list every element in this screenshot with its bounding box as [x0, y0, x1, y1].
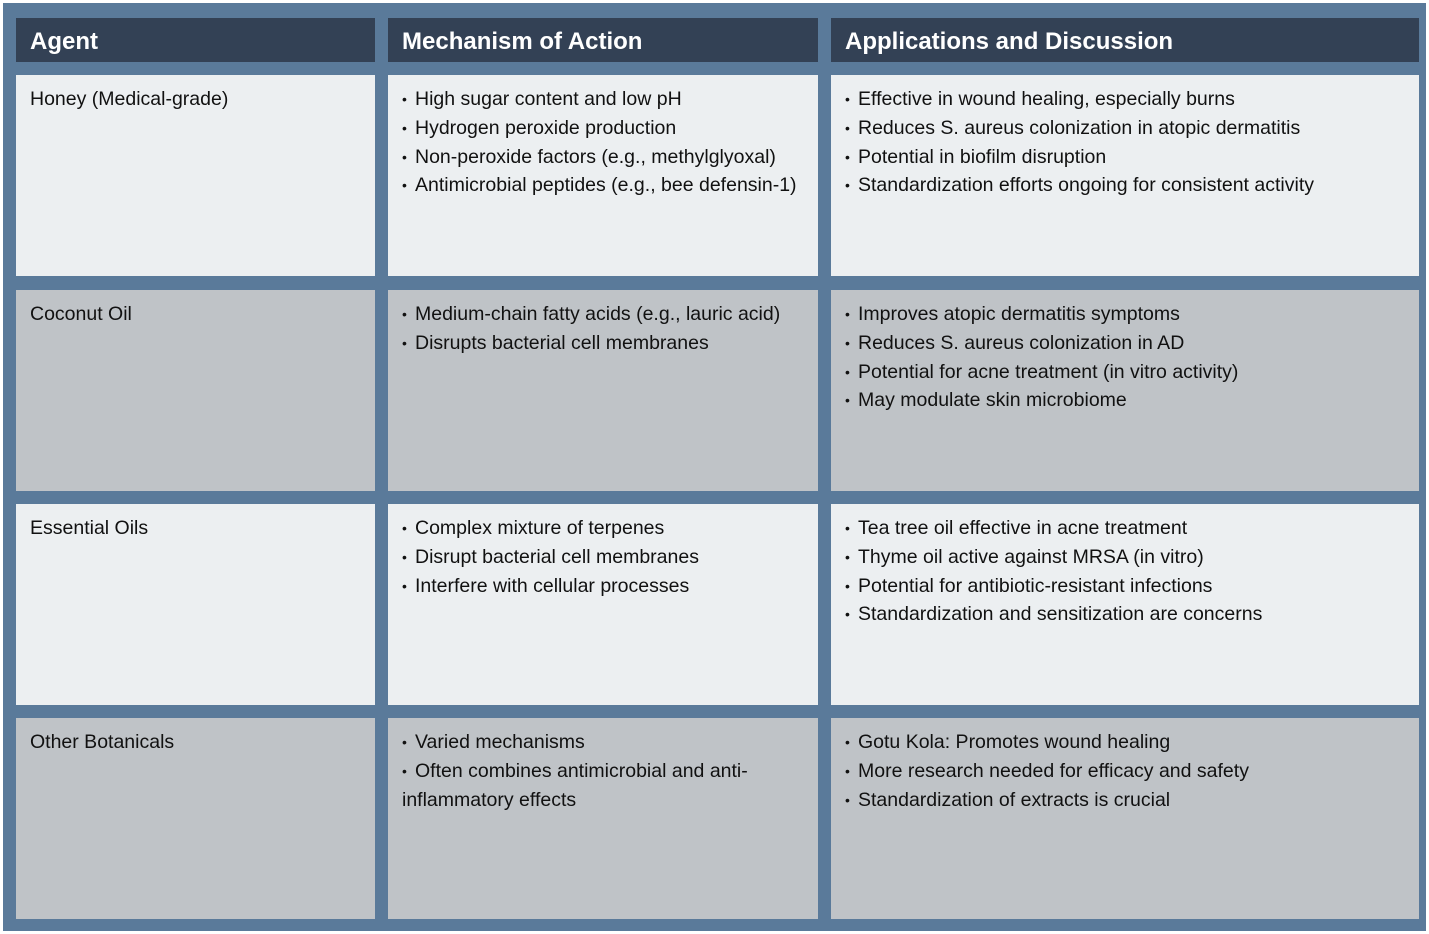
- applications-cell-honey: •Effective in wound healing, especially …: [831, 75, 1419, 276]
- list-item: •More research needed for efficacy and s…: [845, 759, 1249, 782]
- list-item: •Disrupt bacterial cell membranes: [402, 545, 699, 568]
- list-item: •Often combines antimicrobial and anti-i…: [402, 759, 748, 811]
- list-item: •Effective in wound healing, especially …: [845, 88, 1235, 110]
- list-item: •Gotu Kola: Promotes wound healing: [845, 731, 1171, 753]
- applications-list: •Improves atopic dermatitis symptoms •Re…: [845, 300, 1405, 415]
- agent-cell-essential-oils: Essential Oils: [16, 504, 375, 705]
- mechanism-cell-other-botanicals: •Varied mechanisms •Often combines antim…: [388, 718, 818, 919]
- list-item: •Standardization of extracts is crucial: [845, 788, 1171, 811]
- agent-cell-other-botanicals: Other Botanicals: [16, 718, 375, 919]
- applications-list: •Effective in wound healing, especially …: [845, 85, 1405, 200]
- agent-name: Coconut Oil: [30, 303, 132, 325]
- list-item: •Standardization efforts ongoing for con…: [845, 174, 1314, 197]
- list-item: •Interfere with cellular processes: [402, 574, 690, 597]
- comparison-table: Agent Mechanism of Action Applications a…: [3, 3, 1426, 931]
- header-mechanism: Mechanism of Action: [388, 18, 818, 62]
- agent-cell-coconut-oil: Coconut Oil: [16, 290, 375, 491]
- list-item: •Standardization and sensitization are c…: [845, 603, 1263, 626]
- mechanism-list: •Complex mixture of terpenes •Disrupt ba…: [402, 514, 804, 600]
- header-agent: Agent: [16, 18, 375, 62]
- list-item: •High sugar content and low pH: [402, 88, 682, 110]
- list-item: •Complex mixture of terpenes: [402, 517, 665, 539]
- mechanism-cell-coconut-oil: •Medium-chain fatty acids (e.g., lauric …: [388, 290, 818, 491]
- applications-cell-other-botanicals: •Gotu Kola: Promotes wound healing •More…: [831, 718, 1419, 919]
- list-item: •Medium-chain fatty acids (e.g., lauric …: [402, 303, 781, 325]
- list-item: •Thyme oil active against MRSA (in vitro…: [845, 545, 1204, 568]
- agent-cell-honey: Honey (Medical-grade): [16, 75, 375, 276]
- header-applications: Applications and Discussion: [831, 18, 1419, 62]
- agent-name: Honey (Medical-grade): [30, 88, 229, 110]
- mechanism-list: •High sugar content and low pH •Hydrogen…: [402, 85, 804, 200]
- applications-cell-essential-oils: •Tea tree oil effective in acne treatmen…: [831, 504, 1419, 705]
- mechanism-cell-honey: •High sugar content and low pH •Hydrogen…: [388, 75, 818, 276]
- mechanism-list: •Medium-chain fatty acids (e.g., lauric …: [402, 300, 804, 358]
- list-item: •Antimicrobial peptides (e.g., bee defen…: [402, 174, 797, 197]
- applications-list: •Tea tree oil effective in acne treatmen…: [845, 514, 1405, 629]
- list-item: •Reduces S. aureus colonization in atopi…: [845, 116, 1301, 139]
- list-item: •Improves atopic dermatitis symptoms: [845, 303, 1180, 325]
- list-item: •Non-peroxide factors (e.g., methylglyox…: [402, 145, 776, 168]
- applications-cell-coconut-oil: •Improves atopic dermatitis symptoms •Re…: [831, 290, 1419, 491]
- list-item: •Tea tree oil effective in acne treatmen…: [845, 517, 1188, 539]
- list-item: •Hydrogen peroxide production: [402, 116, 677, 139]
- mechanism-list: •Varied mechanisms •Often combines antim…: [402, 728, 804, 814]
- list-item: •Varied mechanisms: [402, 731, 585, 753]
- list-item: •Disrupts bacterial cell membranes: [402, 331, 709, 354]
- agent-name: Essential Oils: [30, 517, 149, 539]
- list-item: •Potential in biofilm disruption: [845, 145, 1107, 168]
- applications-list: •Gotu Kola: Promotes wound healing •More…: [845, 728, 1405, 814]
- list-item: •Reduces S. aureus colonization in AD: [845, 331, 1185, 354]
- mechanism-cell-essential-oils: •Complex mixture of terpenes •Disrupt ba…: [388, 504, 818, 705]
- list-item: •May modulate skin microbiome: [845, 389, 1127, 412]
- agent-name: Other Botanicals: [30, 731, 175, 753]
- list-item: •Potential for acne treatment (in vitro …: [845, 360, 1239, 383]
- list-item: •Potential for antibiotic-resistant infe…: [845, 574, 1213, 597]
